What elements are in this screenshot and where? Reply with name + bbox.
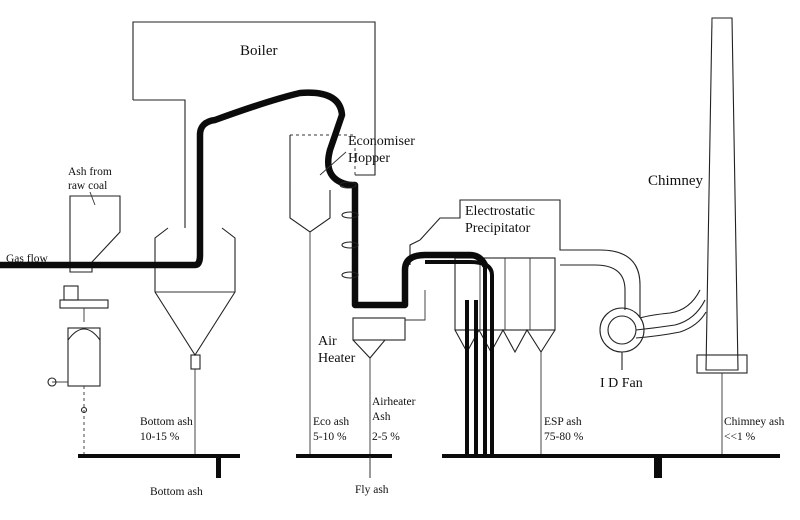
hopper-label: Hopper — [348, 151, 390, 166]
boiler-structure — [132, 21, 376, 228]
esp-to-fan-duct — [560, 249, 641, 318]
boiler-label: Boiler — [240, 43, 278, 59]
chimney-ash-percent: <<1 % — [724, 431, 756, 443]
air-heater — [352, 290, 426, 478]
eco-ash-percent: 5-10 % — [313, 431, 347, 443]
fly-ash-outlet-label: Fly ash — [355, 484, 389, 496]
collection-floors — [78, 454, 780, 478]
eco-ash-label: Eco ash — [313, 416, 349, 428]
air-heater-label-line2: Heater — [318, 351, 356, 366]
gas-flow-path — [0, 89, 494, 455]
economiser-tubes — [339, 181, 359, 279]
bottom-ash-label: Bottom ash — [140, 416, 193, 428]
esp-label-line1: Electrostatic — [465, 204, 535, 219]
chimney-ash-label: Chimney ash — [724, 416, 785, 428]
ash-from-raw-coal-label-line1: Ash from — [68, 166, 112, 178]
air-heater-label-line1: Air — [318, 334, 337, 349]
airheater-ash-label-line2: Ash — [372, 411, 391, 423]
economiser-label: Economiser — [348, 134, 415, 149]
chimney-stack — [696, 17, 748, 455]
id-fan-label: I D Fan — [600, 376, 643, 391]
airheater-ash-percent: 2-5 % — [372, 431, 400, 443]
gas-flow-label: Gas flow — [6, 253, 49, 265]
bottom-ash-outlet-label: Bottom ash — [150, 486, 203, 498]
coal-mill — [47, 195, 121, 455]
fan-to-chimney-duct — [635, 289, 707, 339]
economiser-hopper — [289, 190, 331, 455]
furnace-hopper — [154, 227, 236, 455]
esp-ash-percent: 75-80 % — [544, 431, 584, 443]
bottom-ash-percent: 10-15 % — [140, 431, 180, 443]
id-fan — [599, 307, 645, 370]
airheater-ash-label-line1: Airheater — [372, 396, 416, 408]
chimney-label: Chimney — [648, 173, 703, 189]
esp-ash-label: ESP ash — [544, 416, 582, 428]
ash-from-raw-coal-label-line2: raw coal — [68, 180, 107, 192]
esp-label-line2: Precipitator — [465, 221, 531, 236]
